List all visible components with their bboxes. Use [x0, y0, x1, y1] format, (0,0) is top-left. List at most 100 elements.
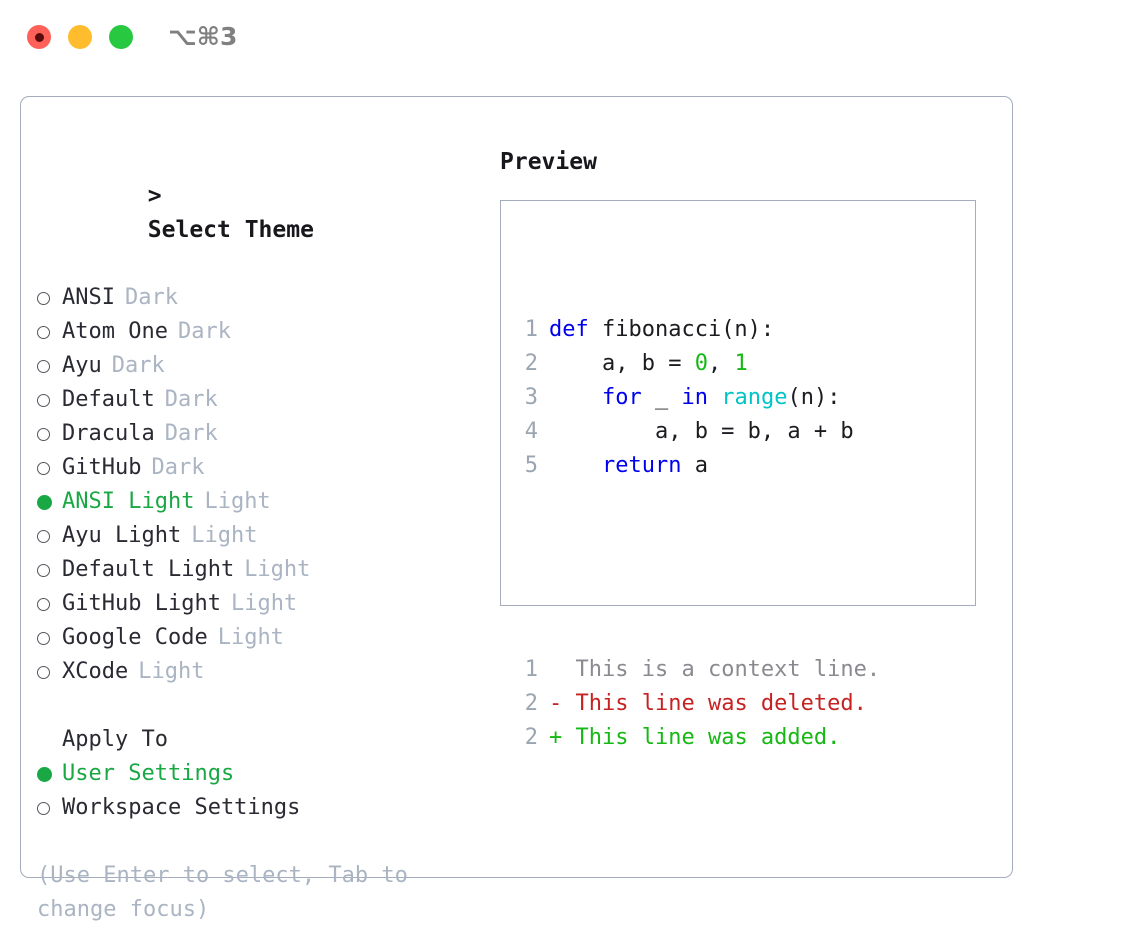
code-line-content: a, b = 0, 1 [549, 347, 748, 381]
theme-name-label: XCode [62, 659, 129, 684]
theme-name-label: Ayu Light [62, 523, 182, 548]
theme-variant-badge: Light [244, 557, 311, 582]
radio-glyph-icon [37, 427, 50, 441]
theme-list-item[interactable]: Atom One Dark [37, 315, 487, 349]
apply-to-option[interactable]: User Settings [37, 757, 487, 791]
line-number: 3 [524, 385, 538, 410]
radio-glyph-icon [37, 529, 50, 543]
apply-to-option[interactable]: Workspace Settings [37, 791, 487, 825]
preview-heading: Preview [500, 149, 597, 175]
radio-unselected-icon[interactable] [37, 427, 59, 441]
code-token [549, 453, 602, 478]
theme-variant-badge: Dark [124, 285, 178, 310]
radio-unselected-icon[interactable] [37, 393, 59, 407]
line-number: 2 [524, 725, 538, 750]
line-number: 2 [524, 691, 538, 716]
radio-unselected-icon[interactable] [37, 359, 59, 373]
zoom-button-icon[interactable] [109, 25, 133, 49]
diff-marker: - [549, 691, 576, 716]
theme-list-item[interactable]: ANSI Light Light [37, 485, 487, 519]
theme-list-item[interactable]: GitHub Light Light [37, 587, 487, 621]
theme-name-label: ANSI Light [62, 489, 195, 514]
code-token: 0 [694, 351, 708, 376]
code-token: _ [641, 385, 682, 410]
preview-box: 1 def fibonacci(n): 2 a, b = 0, 1 3 for _ i… [500, 200, 976, 750]
line-number: 4 [524, 419, 538, 444]
code-line-content: a, b = b, a + b [549, 415, 854, 449]
code-token: in [681, 385, 708, 410]
radio-selected-icon[interactable] [37, 766, 59, 782]
diff-marker: + [549, 725, 576, 750]
code-line: 1 def fibonacci(n): [512, 313, 880, 347]
code-token: def [549, 317, 602, 342]
radio-unselected-icon[interactable] [37, 631, 59, 645]
code-token: (n): [787, 385, 841, 410]
title-bar: ⌥⌘3 [0, 0, 1140, 78]
line-number: 2 [524, 351, 538, 376]
radio-unselected-icon[interactable] [37, 291, 59, 305]
close-button-icon[interactable] [27, 25, 51, 49]
theme-name-label: Atom One [62, 319, 168, 344]
radio-glyph-icon [37, 359, 50, 373]
radio-unselected-icon[interactable] [37, 665, 59, 679]
theme-variant-badge: Dark [111, 353, 165, 378]
theme-name-label: GitHub Light [62, 591, 221, 616]
radio-unselected-icon[interactable] [37, 461, 59, 475]
theme-name-label: ANSI [62, 285, 115, 310]
theme-list-item[interactable]: Ayu Light Light [37, 519, 487, 553]
diff-text: This line was deleted. [575, 691, 867, 716]
diff-block: 1 This is a context line. 2- This line wa… [512, 653, 880, 755]
line-number: 1 [524, 317, 538, 342]
theme-variant-badge: Light [204, 489, 271, 514]
radio-unselected-icon[interactable] [37, 597, 59, 611]
theme-variant-badge: Dark [177, 319, 231, 344]
radio-unselected-icon[interactable] [37, 563, 59, 577]
minimize-button-icon[interactable] [68, 25, 92, 49]
code-line: 5 return a [512, 449, 880, 483]
code-token: a [681, 453, 708, 478]
line-number: 1 [524, 657, 538, 682]
diff-line: 2- This line was deleted. [512, 687, 880, 721]
theme-list-item[interactable]: ANSI Dark [37, 281, 487, 315]
theme-variant-badge: Dark [164, 421, 218, 446]
code-line: 4 a, b = b, a + b [512, 415, 880, 449]
radio-unselected-icon[interactable] [37, 801, 59, 815]
apply-to-heading: Apply To [62, 727, 168, 752]
radio-glyph-icon [37, 393, 50, 407]
code-token: fibonacci(n): [601, 317, 775, 342]
code-line: 2 a, b = 0, 1 [512, 347, 880, 381]
diff-text: This line was added. [575, 725, 841, 750]
radio-glyph-icon [37, 494, 52, 510]
radio-glyph-icon [37, 597, 50, 611]
theme-variant-badge: Light [230, 591, 298, 616]
code-token [549, 385, 602, 410]
apply-to-label: User Settings [62, 761, 235, 786]
theme-name-label: Default [62, 387, 155, 412]
code-line-content: for _ in range(n): [549, 381, 840, 415]
diff-line: 2 + This line was added. [512, 721, 880, 755]
prompt-caret-icon: > [147, 183, 162, 209]
radio-unselected-icon[interactable] [37, 325, 59, 339]
radio-glyph-icon [37, 766, 52, 782]
radio-unselected-icon[interactable] [37, 529, 59, 543]
radio-selected-icon[interactable] [37, 494, 59, 510]
theme-variant-badge: Dark [151, 455, 205, 480]
diff-text: This is a context line. [575, 657, 881, 682]
radio-glyph-icon [37, 291, 50, 305]
select-theme-heading: > Select Theme [37, 145, 487, 281]
radio-glyph-icon [37, 665, 50, 679]
record-indicator-icon [34, 32, 44, 42]
theme-variant-badge: Light [191, 523, 258, 548]
code-preview: 1 def fibonacci(n): 2 a, b = 0, 1 3 for _ i… [512, 245, 880, 823]
radio-glyph-icon [37, 631, 50, 645]
